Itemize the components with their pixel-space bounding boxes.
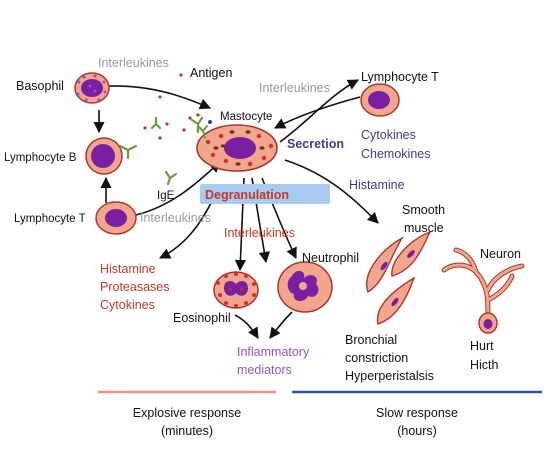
degranulation-box <box>200 184 330 204</box>
label-cytokines-right: Cytokines <box>361 128 416 142</box>
label-interleukines-right: Interleukines <box>259 81 330 95</box>
label-histamine-right: Histamine <box>349 178 405 192</box>
label-mastocyte: Mastocyte <box>220 111 272 123</box>
label-neuron: Neuron <box>480 247 521 261</box>
label-constriction: constriction <box>345 351 408 365</box>
label-hicth: Hicth <box>470 358 499 372</box>
label-chemokines: Chemokines <box>361 147 430 161</box>
basophil-cell <box>74 72 110 104</box>
label-histamine-left: Histamine <box>100 262 156 276</box>
label-eosinophil: Eosinophil <box>173 311 231 325</box>
label-hyperperistalsis: Hyperperistalsis <box>345 369 434 383</box>
arrow-neutrophil-to-mediators <box>269 311 293 339</box>
arrow-lymphocyte-t-top-to-mastocyte <box>274 96 361 129</box>
lymphocyte-t-top-cell <box>360 83 400 117</box>
smooth-muscle-cells <box>366 230 432 325</box>
label-lymphocyte-b: Lymphocyte B <box>4 152 77 164</box>
antibody-icon <box>118 144 138 160</box>
label-inflammatory: Inflammatory <box>237 345 310 359</box>
label-hurt: Hurt <box>470 339 494 353</box>
label-slow-response: Slow response <box>376 406 458 420</box>
antigen-particles <box>143 73 200 140</box>
label-bronchial: Bronchial <box>345 333 397 347</box>
label-antigen: Antigen <box>190 66 232 80</box>
label-basophil: Basophil <box>16 79 64 93</box>
mastocyte-cell <box>196 120 278 172</box>
label-ige: IgE <box>157 190 175 202</box>
antibody-icon <box>150 116 162 130</box>
arrow-lymphocyte-t-to-mastocyte <box>135 161 221 216</box>
label-explosive-response: Explosive response <box>133 406 241 420</box>
label-interleukines-left: Interleukines <box>140 211 211 225</box>
label-slow-hours: (hours) <box>397 424 437 438</box>
label-cytokines-left: Cytokines <box>100 298 155 312</box>
antibody-icon <box>164 170 178 186</box>
arrow-mastocyte-to-lymphocyte-t-top <box>279 79 359 143</box>
label-mediators: mediators <box>237 363 292 377</box>
lymphocyte-t-left-cell <box>95 201 137 235</box>
label-explosive-minutes: (minutes) <box>161 424 213 438</box>
label-lymphocyte-t-top: Lymphocyte T <box>361 70 439 84</box>
label-interleukines-center: Interleukines <box>224 226 295 240</box>
lymphocyte-b-cell <box>85 137 123 175</box>
label-proteasases: Proteasases <box>100 280 169 294</box>
neutrophil-cell <box>277 261 333 313</box>
label-neutrophil: Neutrophil <box>302 251 359 265</box>
arrow-eosinophil-to-mediators <box>234 314 259 339</box>
eosinophil-cell <box>213 271 259 309</box>
arrow-to-smooth-muscle <box>284 159 379 224</box>
label-interleukines-top: Interleukines <box>98 56 169 70</box>
label-muscle: muscle <box>404 221 444 235</box>
label-smooth: Smooth <box>402 203 445 217</box>
label-secretion: Secretion <box>287 137 344 151</box>
label-lymphocyte-t-left: Lymphocyte T <box>14 213 86 225</box>
neuron-cell <box>441 247 525 334</box>
ige-antibodies <box>118 116 204 186</box>
label-degranulation: Degranulation <box>205 188 289 202</box>
arrow-basophil-to-mastocyte <box>107 85 212 110</box>
